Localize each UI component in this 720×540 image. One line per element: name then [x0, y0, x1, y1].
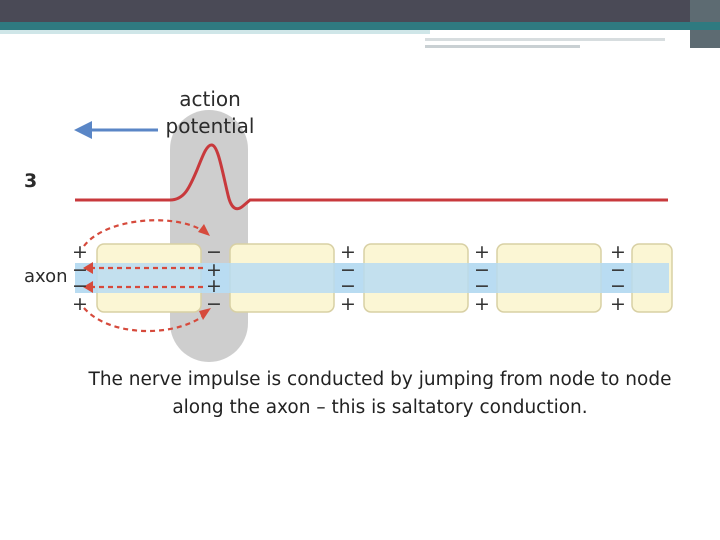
node-charge-sign: +: [474, 241, 490, 263]
node-charge-sign: +: [206, 275, 222, 297]
local-current-arrows: [83, 219, 209, 333]
node-charge-sign: −: [340, 259, 356, 281]
slide-header-accent: [0, 22, 720, 30]
node-charge-sign: −: [206, 241, 222, 263]
node-charge-sign: −: [72, 275, 88, 297]
node-charge-sign: −: [474, 259, 490, 281]
slide-header-rule: [0, 30, 430, 34]
node-charge-sign: +: [474, 293, 490, 315]
slide-header-rule-tertiary: [425, 45, 580, 48]
node-charge-sign: −: [610, 275, 626, 297]
node-charge-sign: +: [340, 293, 356, 315]
node-charge-sign: +: [340, 241, 356, 263]
node-charge-sign: −: [72, 259, 88, 281]
node-charge-sign: −: [610, 259, 626, 281]
node-charge-sign: −: [206, 293, 222, 315]
node-charge-sign: +: [610, 293, 626, 315]
diagram-caption: The nerve impulse is conducted by jumpin…: [88, 369, 672, 418]
node-charge-sign: +: [206, 259, 222, 281]
membrane-potential-trace: [75, 143, 668, 211]
node-charge-sign: +: [72, 293, 88, 315]
node-charges: +−−+−++−+−−++−−++−−+: [72, 241, 626, 315]
slide-header-bar: [0, 0, 720, 22]
action-potential-label: action potential: [165, 87, 255, 138]
node-charge-sign: +: [72, 241, 88, 263]
slide-header-rule-secondary: [425, 38, 665, 41]
direction-arrow-icon: [74, 121, 158, 139]
node-charge-sign: −: [474, 275, 490, 297]
step-number: 3: [24, 170, 38, 192]
node-charge-sign: −: [340, 275, 356, 297]
current-arrowheads: [83, 224, 211, 320]
node-charge-sign: +: [610, 241, 626, 263]
axon-label: axon: [24, 266, 68, 287]
